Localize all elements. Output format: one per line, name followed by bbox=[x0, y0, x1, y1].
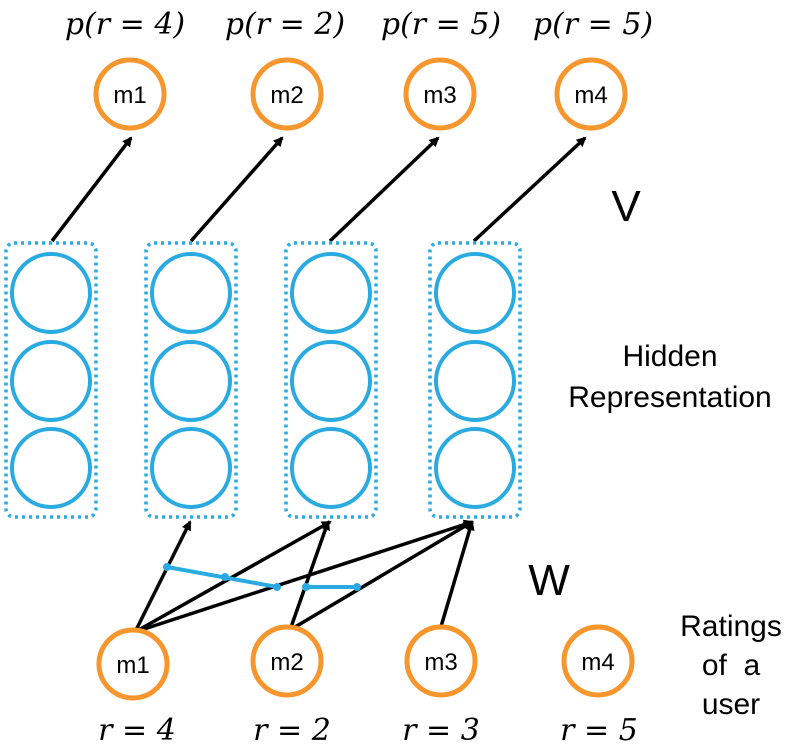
input-node-label: m1 bbox=[116, 652, 149, 679]
w-arrow-m3-h4 bbox=[438, 520, 475, 631]
ratings-label-line1: Ratings bbox=[680, 610, 782, 643]
output-node-m3: m3 bbox=[403, 57, 477, 131]
output-prob-label-m1: p(r = 4) bbox=[65, 7, 185, 42]
v-arrow-3 bbox=[328, 136, 440, 243]
hidden-column-3 bbox=[284, 241, 378, 519]
ratings-label-line3: user bbox=[702, 688, 760, 721]
output-prob-label-m4: p(r = 5) bbox=[533, 7, 653, 42]
v-arrow-2 bbox=[189, 136, 284, 243]
w-arrow-m2-h4 bbox=[289, 520, 474, 632]
output-node-m4: m4 bbox=[554, 57, 628, 131]
input-rating-label-m2: r = 2 bbox=[253, 713, 331, 748]
hidden-representation-label-line2: Representation bbox=[568, 381, 771, 414]
hidden-unit bbox=[150, 427, 232, 509]
v-arrow-4 bbox=[472, 136, 587, 243]
hidden-column-2 bbox=[144, 241, 238, 519]
w-arrow-m1-h2 bbox=[133, 520, 192, 633]
tied-weight-link-1 bbox=[163, 563, 281, 591]
w-weight-label: W bbox=[528, 556, 570, 605]
hidden-unit bbox=[434, 252, 516, 334]
input-node-m4: m4 bbox=[561, 624, 635, 698]
hidden-column-4 bbox=[428, 241, 522, 519]
hidden-unit bbox=[10, 252, 92, 334]
input-rating-label-m3: r = 3 bbox=[402, 713, 480, 748]
hidden-unit bbox=[434, 340, 516, 422]
hidden-column-1 bbox=[4, 241, 98, 519]
hidden-unit bbox=[290, 427, 372, 509]
v-weight-label: V bbox=[611, 182, 641, 231]
output-node-label: m4 bbox=[574, 82, 607, 109]
v-arrow-1 bbox=[50, 136, 133, 243]
output-node-m2: m2 bbox=[250, 57, 324, 131]
w-arrow-m2-h3 bbox=[288, 520, 331, 631]
output-node-label: m1 bbox=[113, 82, 146, 109]
hidden-unit bbox=[10, 340, 92, 422]
input-node-label: m4 bbox=[581, 649, 614, 676]
hidden-unit bbox=[10, 427, 92, 509]
hidden-unit bbox=[150, 252, 232, 334]
output-prob-label-m2: p(r = 2) bbox=[225, 7, 345, 42]
output-node-label: m2 bbox=[270, 82, 303, 109]
ratings-label-line2: of a bbox=[702, 649, 761, 682]
output-node-label: m3 bbox=[423, 82, 456, 109]
input-node-m2: m2 bbox=[250, 624, 324, 698]
hidden-representation-label-line1: Hidden bbox=[622, 340, 717, 373]
input-node-m1: m1 bbox=[96, 627, 170, 701]
output-node-m1: m1 bbox=[93, 57, 167, 131]
hidden-unit bbox=[290, 340, 372, 422]
input-node-label: m3 bbox=[424, 649, 457, 676]
w-arrow-m1-h4 bbox=[134, 519, 474, 634]
hidden-unit bbox=[290, 252, 372, 334]
output-prob-label-m3: p(r = 5) bbox=[381, 7, 501, 42]
input-rating-label-m4: r = 5 bbox=[560, 713, 638, 748]
hidden-unit bbox=[150, 340, 232, 422]
input-rating-label-m1: r = 4 bbox=[98, 713, 176, 748]
input-node-m3: m3 bbox=[404, 624, 478, 698]
input-node-label: m2 bbox=[270, 649, 303, 676]
tied-weight-link-2 bbox=[302, 583, 361, 591]
hidden-unit bbox=[434, 427, 516, 509]
